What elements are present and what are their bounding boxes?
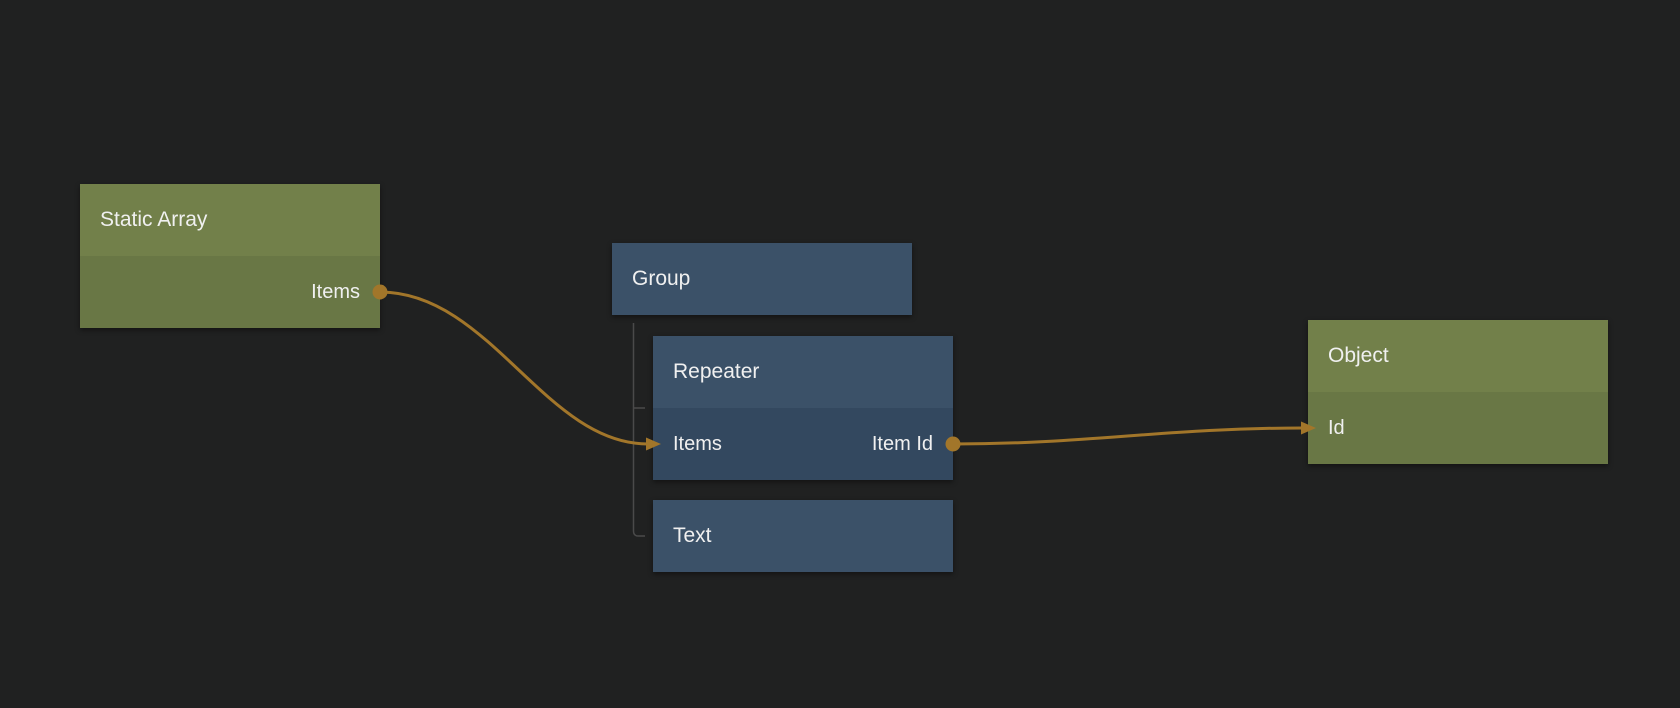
port-label-id-input: Id: [1328, 417, 1345, 439]
node-title-group[interactable]: Group: [612, 243, 912, 315]
port-row-id-input: Id: [1308, 392, 1608, 464]
tree-connector-group-to-text: [632, 323, 645, 537]
node-static-array[interactable]: Static Array Items: [80, 184, 380, 328]
node-object[interactable]: Object Id: [1308, 320, 1608, 464]
wire-repeater-item-id-to-object-id[interactable]: [952, 426, 1304, 446]
port-label-items-input: Items: [673, 433, 722, 455]
node-group[interactable]: Group: [612, 243, 912, 315]
node-title-static-array[interactable]: Static Array: [80, 184, 380, 256]
node-repeater[interactable]: Repeater Items Item Id: [653, 336, 953, 480]
node-text[interactable]: Text: [653, 500, 953, 572]
node-title-text[interactable]: Text: [653, 500, 953, 572]
wire-static-array-items-to-repeater-items[interactable]: [379, 290, 649, 446]
port-row-items-output: Items: [80, 256, 380, 328]
node-title-repeater[interactable]: Repeater: [653, 336, 953, 408]
node-title-object[interactable]: Object: [1308, 320, 1608, 392]
port-row-items-itemid: Items Item Id: [653, 408, 953, 480]
port-label-item-id-output: Item Id: [871, 433, 933, 455]
port-label-items-output: Items: [311, 281, 360, 303]
